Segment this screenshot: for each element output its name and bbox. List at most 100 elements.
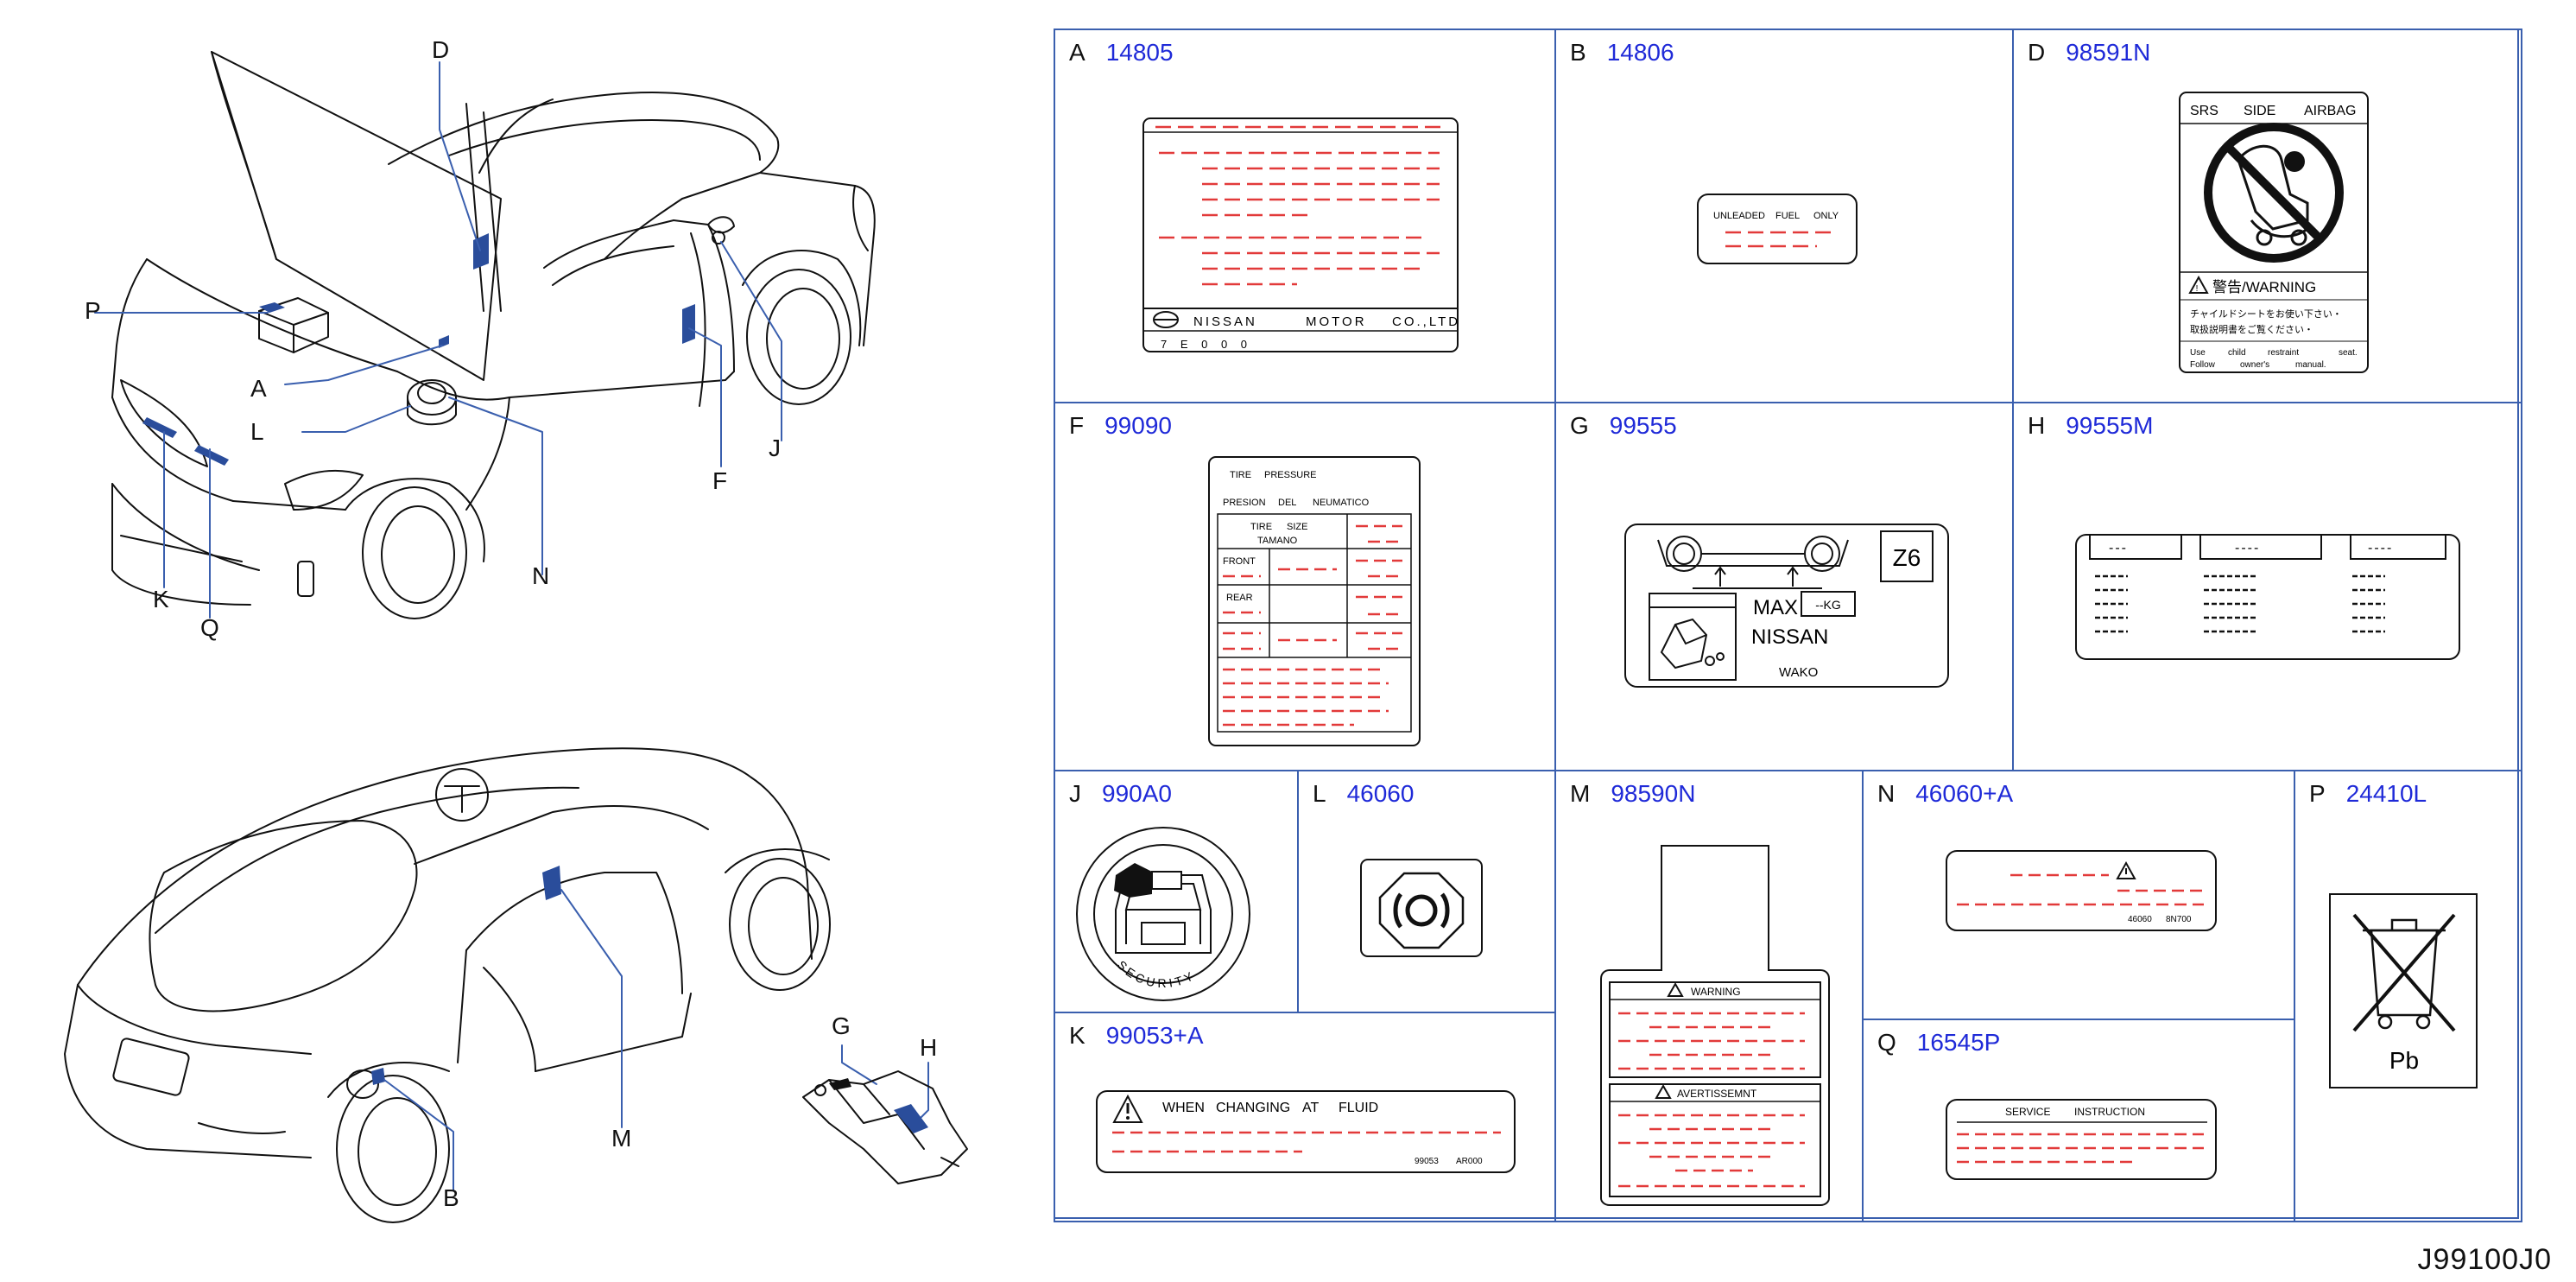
label-k-code1: 99053	[1415, 1157, 1439, 1166]
part-number: 24410L	[2345, 780, 2427, 807]
cell-q: Q 16545P SERVICE INSTRUCTION	[1862, 1019, 2295, 1222]
label-b-only: ONLY	[1813, 211, 1839, 221]
leader-lines-bottom	[383, 889, 929, 1191]
callout-m: M	[611, 1125, 632, 1152]
callout-d: D	[432, 36, 450, 63]
cell-letter: F	[1069, 412, 1085, 439]
no-child-seat-icon	[2204, 123, 2344, 263]
label-k-fluid: FLUID	[1339, 1101, 1378, 1115]
label-q-instruction: INSTRUCTION	[2074, 1106, 2145, 1118]
brake-warning-icon	[1393, 892, 1450, 929]
label-h-art: --- ---- ----	[2075, 534, 2460, 660]
callout-q: Q	[200, 614, 219, 641]
label-d-restraint: restraint	[2268, 348, 2299, 358]
cell-p: P 24410L Pb	[2294, 770, 2522, 1222]
label-n-code1: 46060	[2128, 915, 2152, 924]
label-d-art: SRS SIDE AIRBAG ! 警告/WARNING チャイルドシートをお使…	[2179, 92, 2369, 373]
part-number: 46060+A	[1915, 780, 2014, 807]
crossed-bin-icon	[2352, 913, 2456, 1032]
cell-letter: P	[2309, 780, 2326, 807]
label-a-code: 7 E 0 0 0	[1161, 338, 1252, 351]
leader-lines-top	[94, 61, 782, 619]
label-d-use: Use	[2190, 348, 2206, 358]
label-d-manual: manual.	[2295, 360, 2326, 370]
cell-letter: J	[1069, 780, 1081, 807]
label-d-child: child	[2228, 348, 2246, 358]
label-f-front: FRONT	[1223, 556, 1256, 567]
part-number: 99090	[1104, 412, 1172, 439]
callout-n: N	[532, 562, 550, 589]
label-g-kg: --KG	[1815, 598, 1841, 612]
callout-f: F	[712, 467, 728, 494]
callout-k: K	[153, 586, 169, 612]
cell-letter: H	[2028, 412, 2046, 439]
jack	[802, 1070, 968, 1184]
callout-l: L	[250, 418, 264, 445]
label-d-side: SIDE	[2244, 104, 2275, 118]
label-d-srs: SRS	[2190, 104, 2218, 118]
label-n-art: 46060 8N700	[1946, 850, 2217, 931]
cell-letter: Q	[1877, 1029, 1896, 1056]
label-d-warning: 警告/WARNING	[2212, 279, 2316, 295]
label-k-at: AT	[1302, 1101, 1319, 1115]
cell-d: D 98591N SRS SIDE AIRBAG ! 警告/WARNING チャイ…	[2012, 29, 2522, 403]
part-number: 14805	[1105, 39, 1174, 66]
label-q-art: SERVICE INSTRUCTION	[1946, 1099, 2217, 1180]
label-f-neumatico: NEUMATICO	[1313, 498, 1370, 508]
label-a-art: NISSAN MOTOR CO.,LTD 7 E 0 0 0	[1142, 117, 1459, 352]
cell-letter: M	[1570, 780, 1591, 807]
label-f-tire: TIRE	[1230, 470, 1251, 480]
label-b-fuel: FUEL	[1775, 211, 1800, 221]
callout-a: A	[250, 375, 267, 402]
cell-letter: L	[1313, 780, 1326, 807]
jack-icon	[1649, 606, 1736, 670]
cell-letter: A	[1069, 39, 1085, 66]
cell-letter: G	[1570, 412, 1589, 439]
label-d-seat: seat.	[2339, 348, 2358, 358]
label-b-unleaded: UNLEADED	[1713, 211, 1765, 221]
label-f-tire2: TIRE	[1250, 522, 1272, 532]
part-number: 46060	[1346, 780, 1415, 807]
label-g-max: MAX	[1753, 596, 1798, 619]
label-d-jp2: 取扱説明書をご覧ください・	[2190, 323, 2313, 335]
callout-j: J	[769, 435, 781, 461]
sticker-markers-bottom	[371, 866, 561, 1085]
vehicle-label-location-drawings	[64, 51, 968, 1223]
label-d-follow: Follow	[2190, 360, 2216, 370]
label-h-head3: ----	[2368, 541, 2393, 555]
label-j-art: SECURITY	[1076, 827, 1250, 1001]
part-number: 16545P	[1916, 1029, 2001, 1056]
callout-p: P	[85, 297, 101, 324]
label-k-art: WHEN CHANGING AT FLUID 99053 AR000	[1096, 1090, 1516, 1173]
label-g-z6: Z6	[1893, 544, 1921, 571]
label-h-head2: ----	[2235, 541, 2260, 555]
label-f-size: SIZE	[1287, 522, 1307, 532]
part-number: 99555M	[2066, 412, 2154, 439]
label-d-owners: owner's	[2240, 360, 2269, 370]
label-p-art: Pb	[2329, 893, 2478, 1088]
label-d-jp1: チャイルドシートをお使い下さい・	[2190, 308, 2342, 320]
cell-letter: B	[1570, 39, 1586, 66]
label-m-avert: AVERTISSEMNT	[1677, 1088, 1757, 1100]
part-number: 98591N	[2066, 39, 2151, 66]
cell-l: L 46060	[1297, 770, 1556, 1013]
cell-letter: D	[2028, 39, 2046, 66]
label-g-wako: WAKO	[1779, 665, 1818, 680]
label-f-pressure: PRESSURE	[1264, 470, 1317, 480]
part-number: 99053+A	[1105, 1022, 1204, 1049]
label-d-airbag: AIRBAG	[2304, 104, 2356, 118]
cell-h: H 99555M --- ---- ----	[2012, 402, 2522, 771]
jack-point-icon	[1657, 536, 1849, 589]
label-m-art: WARNING AVERTISSEMNT	[1600, 845, 1830, 1206]
front-car-hood-open	[111, 51, 876, 619]
label-l-art	[1360, 859, 1483, 957]
label-k-when: WHEN	[1162, 1101, 1205, 1115]
